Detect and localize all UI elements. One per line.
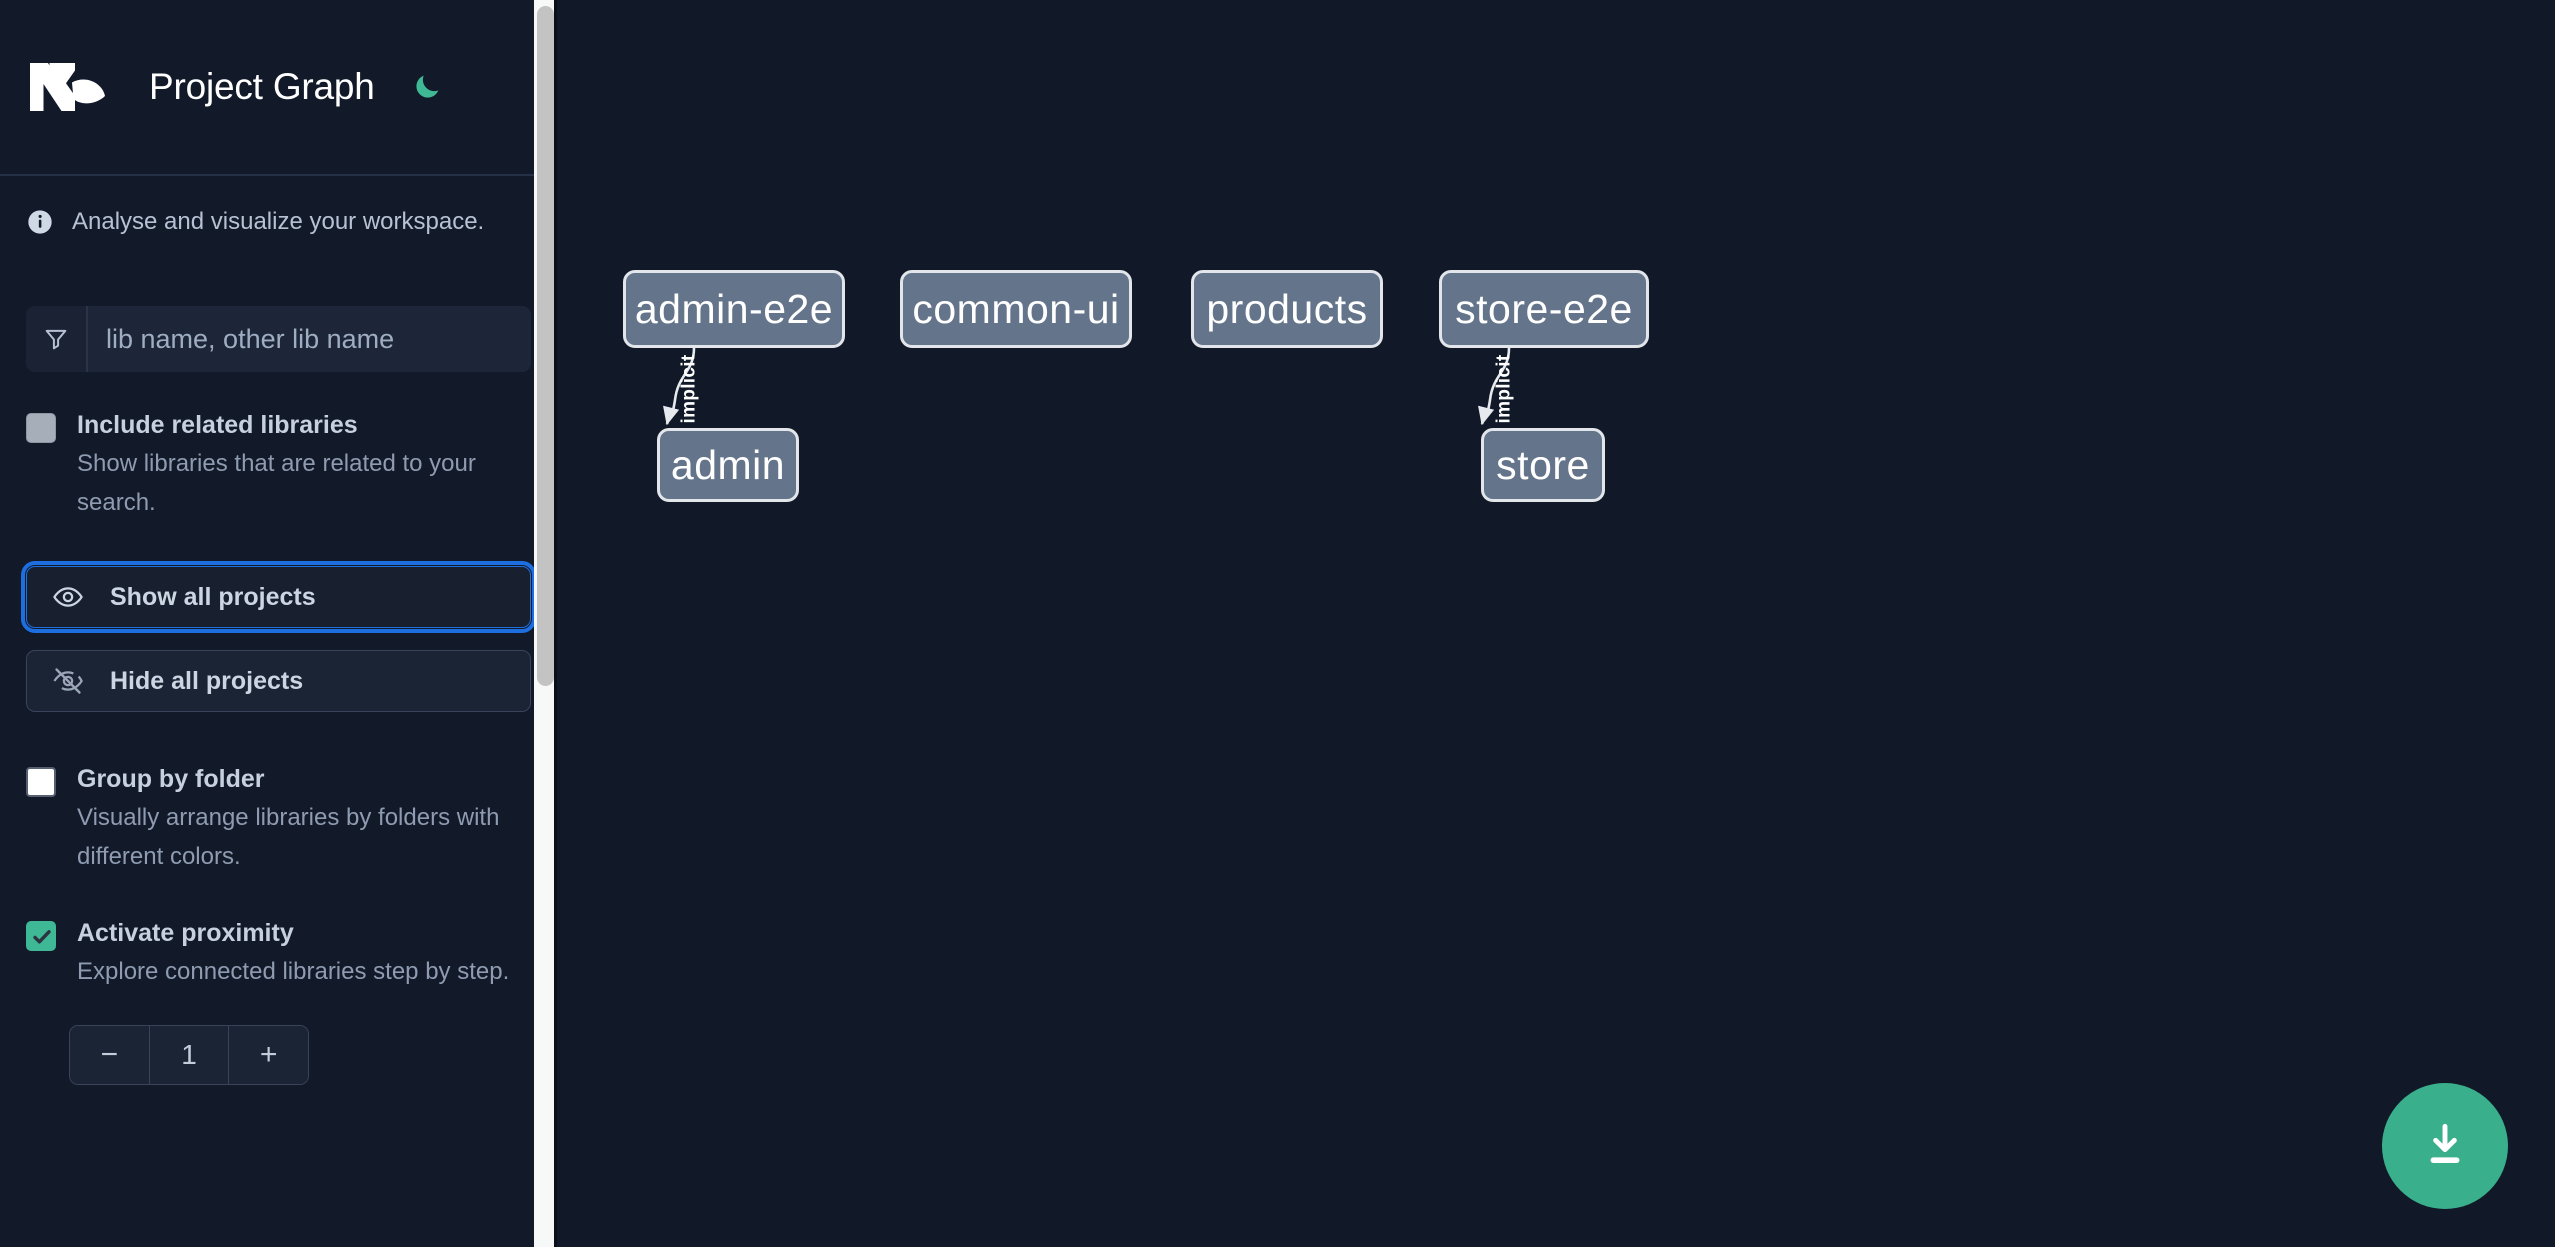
graph-node-admin-e2e[interactable]: admin-e2e [623, 270, 845, 348]
option-group-by-folder: Group by folder Visually arrange librari… [26, 764, 531, 876]
graph-node-label: admin [670, 441, 786, 488]
graph-node-label: store [1496, 441, 1590, 488]
show-all-projects-button[interactable]: Show all projects [21, 561, 536, 633]
graph-node-store[interactable]: store [1481, 428, 1605, 502]
graph-node-products[interactable]: products [1191, 270, 1383, 348]
graph-node-label: products [1206, 285, 1368, 332]
hide-all-projects-button[interactable]: Hide all projects [26, 650, 531, 712]
graph-canvas[interactable]: admin-e2e common-ui products store-e2e a… [557, 0, 2555, 1247]
option-title: Activate proximity [77, 919, 294, 947]
nx-logo-icon [26, 57, 118, 117]
show-all-projects-label: Show all projects [110, 582, 316, 611]
sidebar: Project Graph Analyse and visualize your… [0, 0, 557, 1247]
proximity-value: 1 [148, 1026, 230, 1084]
page-title: Project Graph [149, 66, 375, 107]
search-row [26, 306, 531, 372]
graph-node-label: store-e2e [1455, 285, 1633, 332]
tagline: Analyse and visualize your workspace. [26, 176, 531, 268]
funnel-icon[interactable] [26, 306, 88, 372]
search-input[interactable] [88, 306, 531, 372]
hide-all-projects-label: Hide all projects [110, 666, 304, 695]
graph-node-label: admin-e2e [634, 285, 834, 332]
option-activate-proximity: Activate proximity Explore connected lib… [26, 918, 531, 991]
sidebar-scrollbar-thumb[interactable] [537, 6, 554, 686]
include-related-libraries-checkbox[interactable] [26, 413, 56, 443]
download-icon [2417, 1117, 2473, 1176]
graph-edge-label-admin: implicit [678, 354, 700, 424]
option-description: Explore connected libraries step by step… [77, 958, 510, 985]
graph-node-admin[interactable]: admin [657, 428, 799, 502]
sidebar-header: Project Graph [0, 0, 557, 176]
graph-edge-label-store: implicit [1493, 354, 1515, 424]
moon-icon[interactable] [407, 67, 447, 107]
activate-proximity-checkbox[interactable] [26, 921, 56, 951]
tagline-text: Analyse and visualize your workspace. [72, 208, 485, 235]
option-title: Group by folder [77, 765, 265, 793]
graph-node-store-e2e[interactable]: store-e2e [1439, 270, 1649, 348]
info-icon [26, 208, 54, 236]
sidebar-body: Analyse and visualize your workspace. In… [0, 176, 557, 1085]
graph-node-common-ui[interactable]: common-ui [900, 270, 1132, 348]
option-include-related-libraries: Include related libraries Show libraries… [26, 410, 531, 522]
proximity-decrement-button[interactable]: − [70, 1026, 149, 1084]
sidebar-divider [554, 0, 557, 1247]
proximity-increment-button[interactable]: + [229, 1026, 308, 1084]
graph-node-label: common-ui [912, 285, 1120, 332]
group-by-folder-checkbox[interactable] [26, 767, 56, 797]
eye-off-icon [52, 665, 84, 697]
option-title: Include related libraries [77, 411, 358, 439]
eye-icon [52, 581, 84, 613]
sidebar-scrollbar[interactable] [534, 0, 557, 1247]
graph-edges-layer [663, 347, 1511, 426]
proximity-stepper: − 1 + [69, 1025, 309, 1085]
option-description: Visually arrange libraries by folders wi… [77, 804, 500, 870]
download-graph-button[interactable] [2382, 1083, 2508, 1209]
option-description: Show libraries that are related to your … [77, 450, 476, 516]
